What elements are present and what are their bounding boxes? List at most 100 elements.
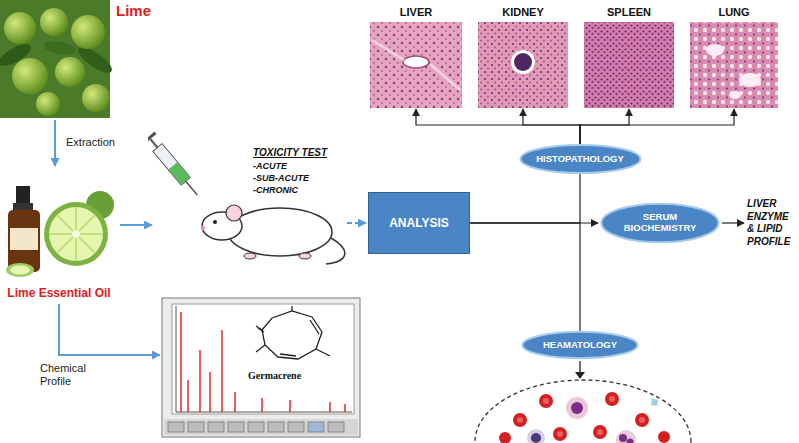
illustration-part bbox=[706, 44, 724, 56]
tissue-slide: LIVER bbox=[370, 22, 462, 108]
illustration-part bbox=[627, 439, 634, 443]
illustration-part bbox=[328, 422, 344, 432]
connector-arrow bbox=[59, 304, 160, 355]
lime-photo bbox=[0, 0, 115, 118]
lime-photo: Lime bbox=[0, 0, 110, 118]
process-ellipse: SERUM BIOCHEMISTRY bbox=[599, 201, 721, 245]
process-ellipse: HEAMATOLOGY bbox=[520, 330, 640, 360]
illustration-part bbox=[201, 226, 205, 230]
illustration-part bbox=[616, 430, 636, 443]
blood-cells-picture bbox=[475, 361, 691, 443]
illustration-part bbox=[539, 394, 553, 408]
node-label: Germacrene bbox=[248, 370, 301, 381]
tissue-slide: KIDNEY bbox=[478, 22, 568, 108]
node-text: -CHRONIC bbox=[253, 185, 298, 195]
illustration-part bbox=[316, 349, 330, 356]
node-label: HISTOPATHOLOGY bbox=[536, 154, 624, 165]
illustration-part bbox=[609, 396, 615, 402]
illustration-part bbox=[10, 266, 30, 275]
connector-arrow bbox=[580, 109, 629, 144]
illustration-part bbox=[153, 144, 190, 185]
toxicity-test: TOXICITY TEST-ACUTE-SUB-ACUTE-CHRONIC bbox=[150, 145, 346, 263]
mouse-figure bbox=[201, 205, 345, 264]
node-label: LIVER bbox=[360, 6, 472, 18]
illustration-part bbox=[639, 417, 645, 423]
illustration-part bbox=[690, 22, 778, 108]
ellipse-shape bbox=[520, 145, 640, 173]
illustration-part bbox=[150, 139, 157, 147]
illustration-part bbox=[584, 22, 674, 108]
illustration-part bbox=[619, 434, 627, 442]
node-label: ANALYSIS bbox=[389, 216, 449, 230]
illustration-part bbox=[729, 91, 741, 99]
chromatogram-window bbox=[162, 298, 360, 437]
tissue-slide: SPLEEN bbox=[584, 22, 674, 108]
illustration-part bbox=[739, 73, 761, 87]
illustration-part bbox=[0, 168, 112, 280]
illustration-part bbox=[575, 372, 585, 379]
illustration-part bbox=[12, 58, 48, 94]
illustration-part bbox=[244, 253, 256, 259]
illustration-part bbox=[43, 39, 77, 56]
connector-arrow bbox=[54, 120, 56, 166]
illustration-part bbox=[228, 208, 332, 256]
illustration-part bbox=[40, 8, 68, 36]
illustration-part bbox=[55, 57, 85, 87]
illustration-part bbox=[475, 380, 691, 443]
illustration-part bbox=[511, 50, 535, 74]
connector-arrow bbox=[470, 174, 580, 223]
connector-arrow bbox=[416, 109, 580, 144]
illustration-part bbox=[499, 432, 511, 443]
node-label: Lime bbox=[116, 2, 151, 19]
illustration-part bbox=[370, 22, 462, 108]
germacrene-molecule bbox=[256, 306, 330, 359]
illustration-part bbox=[6, 263, 34, 277]
illustration-part bbox=[288, 422, 304, 432]
illustration-part bbox=[256, 345, 265, 352]
illustration-part bbox=[208, 422, 224, 432]
illustration-part bbox=[514, 53, 532, 71]
illustration-part bbox=[213, 220, 217, 224]
connector-arrow bbox=[470, 223, 580, 331]
node-label: SERUM BIOCHEMISTRY bbox=[614, 212, 706, 234]
connector-arrow bbox=[523, 109, 580, 144]
illustration-part bbox=[248, 422, 264, 432]
illustration-part bbox=[478, 22, 568, 108]
connector-arrow bbox=[580, 109, 734, 144]
edge-label: Extraction bbox=[64, 136, 148, 149]
illustration-part bbox=[49, 207, 103, 261]
illustration-part bbox=[517, 417, 523, 423]
illustration-part bbox=[571, 402, 583, 414]
oil-picture: Lime Essential Oil bbox=[0, 168, 118, 302]
tissue-slides bbox=[370, 22, 778, 108]
illustration-part bbox=[326, 238, 345, 264]
illustration-part bbox=[10, 228, 38, 250]
illustration-part bbox=[258, 328, 264, 332]
node-label: HEAMATOLOGY bbox=[543, 340, 617, 351]
syringe-icon bbox=[142, 132, 203, 201]
process-ellipse: HISTOPATHOLOGY bbox=[518, 143, 643, 175]
connector-arrow bbox=[722, 222, 744, 223]
illustration-part bbox=[13, 203, 33, 211]
illustration-part bbox=[181, 312, 345, 412]
node-label: LUNG bbox=[680, 6, 788, 18]
illustration-part bbox=[310, 320, 319, 334]
illustration-part bbox=[8, 210, 40, 272]
illustration-part bbox=[553, 427, 567, 441]
illustration-part bbox=[291, 306, 292, 311]
illustration-part bbox=[557, 431, 563, 437]
node-text: -SUB-ACUTE bbox=[253, 173, 309, 183]
node-label: SPLEEN bbox=[574, 6, 684, 18]
illustration-part bbox=[543, 398, 549, 404]
ellipse-shape bbox=[601, 204, 718, 243]
illustration-part bbox=[280, 354, 296, 356]
illustration-part bbox=[72, 230, 80, 238]
illustration-part bbox=[531, 433, 541, 443]
illustration-part bbox=[597, 429, 603, 435]
node-label: LIVER ENZYME & LIPID PROFILE bbox=[747, 198, 796, 248]
illustration-part bbox=[176, 306, 177, 412]
illustration-part bbox=[82, 84, 110, 112]
illustration-part bbox=[513, 413, 527, 427]
illustration-part bbox=[172, 304, 354, 414]
